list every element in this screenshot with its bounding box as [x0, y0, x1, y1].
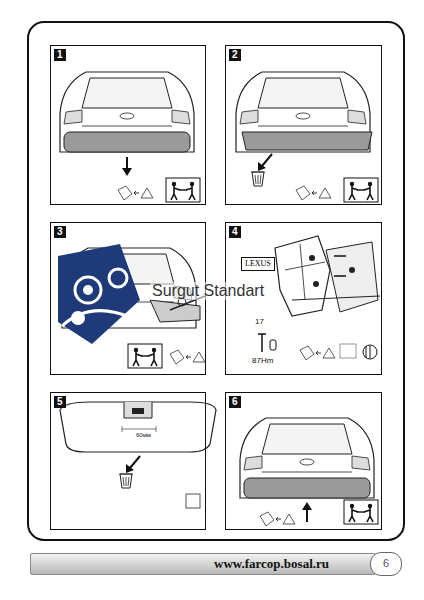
step-number: 4 [229, 226, 241, 238]
node-text: LEXUS [245, 259, 271, 268]
footer-bar: www.farcop.bosal.ru [30, 553, 376, 575]
page-number: 6 [370, 552, 402, 576]
step-number: 5 [54, 396, 66, 408]
step-number: 6 [229, 396, 241, 408]
brand-box: LEXUS [241, 257, 275, 271]
watermark: Surgut Standart [150, 282, 266, 300]
step-number: 1 [54, 49, 66, 61]
node-text: 6 [383, 557, 389, 569]
node-text: www.farcop.bosal.ru [214, 556, 329, 571]
dimension: 60мм [136, 432, 151, 439]
step-number: 2 [229, 49, 241, 61]
step-panel: 5 [50, 392, 206, 530]
step-panel: 6 [225, 392, 382, 530]
step-number: 3 [54, 226, 66, 238]
wrench-size: 17 [255, 318, 264, 327]
step-panel: 2 [225, 45, 382, 205]
step-panel: 1 [50, 45, 206, 205]
torque-value: 87Hm [252, 357, 273, 366]
